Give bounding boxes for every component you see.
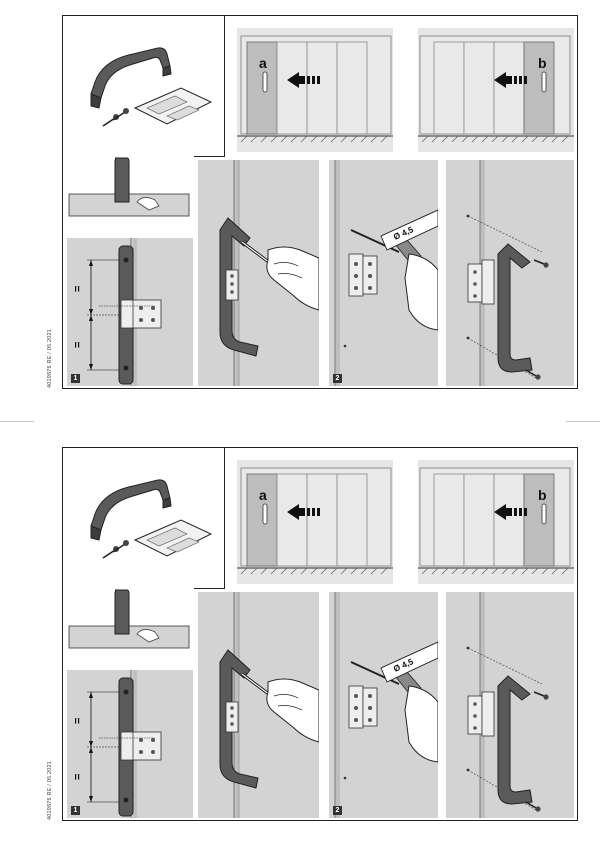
door-panel-a: a (237, 28, 393, 152)
screw-icon (525, 691, 549, 812)
door-label-a: a (259, 55, 267, 71)
arrow-left-icon (287, 504, 320, 520)
step-number-2: 2 (333, 806, 342, 815)
drill-icon (350, 661, 438, 763)
door-label-b: b (538, 487, 547, 503)
step-number-1: 1 (71, 806, 80, 815)
arrow-left-icon (494, 504, 527, 520)
document-code-top: 4019876 RE / 05.2021 (47, 328, 53, 388)
instruction-sheet-icon (133, 87, 213, 125)
hand-icon (266, 246, 319, 311)
cut-line-right (566, 421, 600, 422)
profile-section-panel (63, 156, 194, 234)
parts-panel (63, 16, 225, 157)
instruction-sheet-bottom: a b (62, 447, 578, 821)
measure-mark-upper: = (72, 286, 84, 292)
drilling-panel: Ø 4,5 2 (329, 592, 438, 818)
hand-icon (266, 678, 319, 743)
measure-mark-lower: = (72, 342, 84, 348)
measure-mark-upper: = (72, 718, 84, 724)
arrow-left-icon (287, 72, 320, 88)
mounting-panel (446, 160, 574, 386)
door-label-a: a (259, 487, 267, 503)
door-panel-b: b (418, 460, 574, 584)
marking-panel (198, 160, 319, 386)
mounting-panel (446, 592, 574, 818)
screw-icon (102, 108, 129, 127)
instruction-sheet-icon (133, 519, 213, 557)
profile-section-panel (63, 588, 194, 666)
parts-panel (63, 448, 225, 589)
document-code-bottom: 4019876 RE / 05.2021 (47, 760, 53, 820)
marking-panel (198, 592, 319, 818)
screw-icon (525, 259, 549, 380)
step-1-panel: = = 1 (67, 670, 193, 818)
door-panel-a: a (237, 460, 393, 584)
door-panel-b: b (418, 28, 574, 152)
handle-icon (90, 47, 172, 109)
step-1-panel: = = 1 (67, 238, 193, 386)
instruction-sheet-top: a b (62, 15, 578, 389)
measure-mark-lower: = (72, 774, 84, 780)
screw-icon (102, 540, 129, 559)
arrow-left-icon (494, 72, 527, 88)
handle-icon (90, 479, 172, 541)
step-number-2: 2 (333, 374, 342, 383)
step-number-1: 1 (71, 374, 80, 383)
drilling-panel: Ø 4,5 2 (329, 160, 438, 386)
door-label-b: b (538, 55, 547, 71)
cut-line-left (0, 421, 34, 422)
